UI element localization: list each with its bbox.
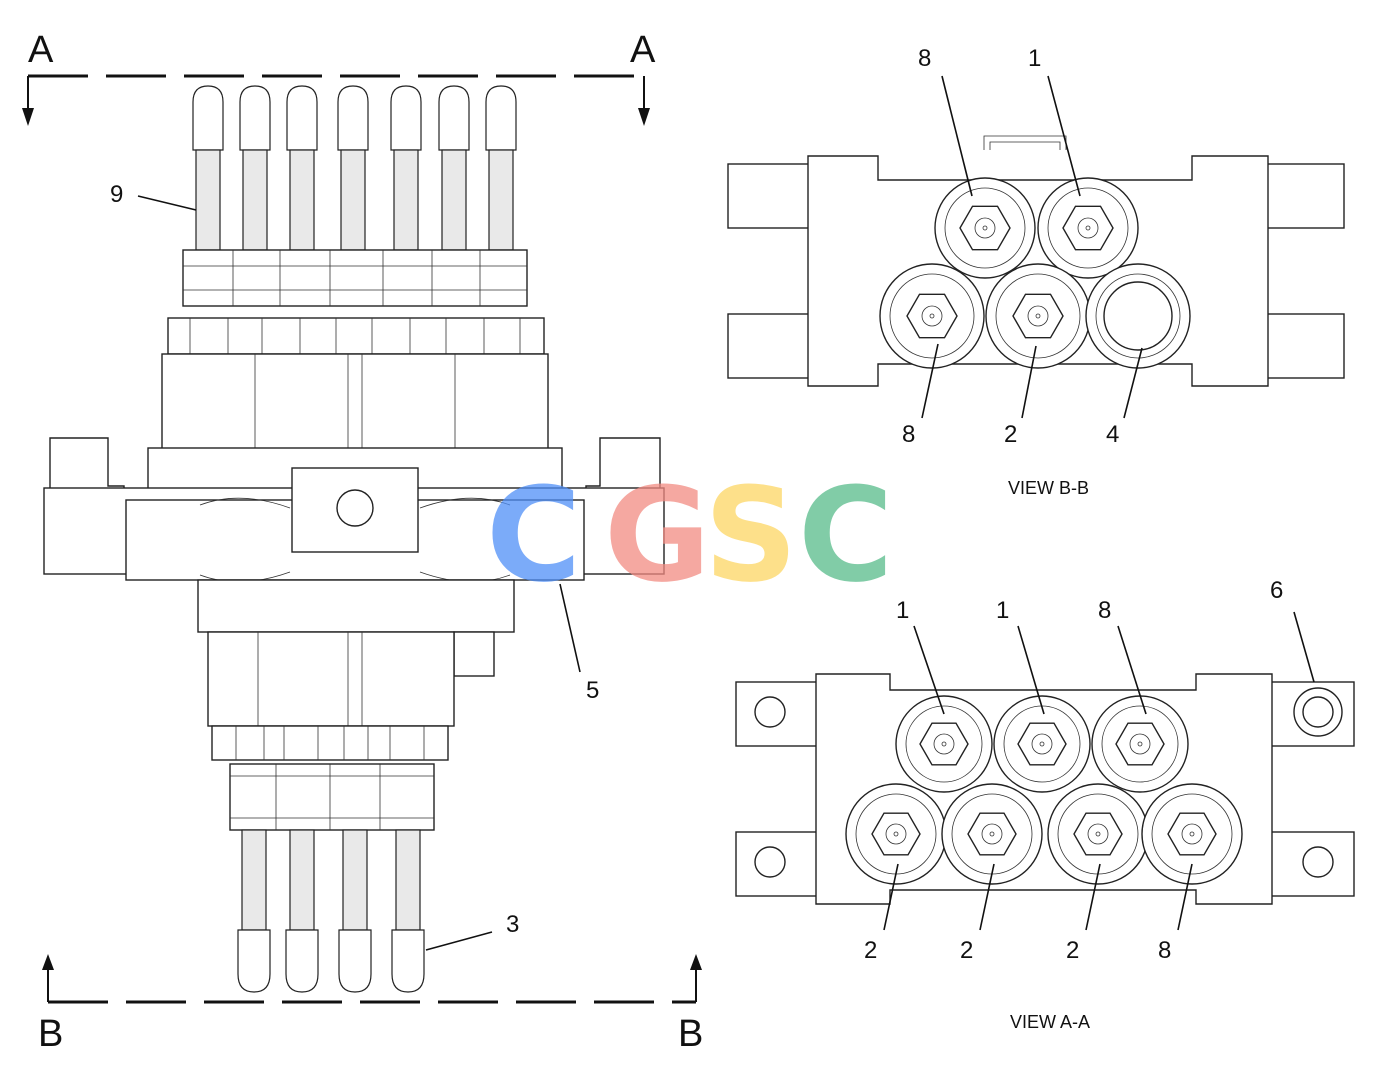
valve-assembly-side-view: 9 5 3: [43, 85, 665, 993]
solenoid-port: [336, 489, 374, 527]
port-8-right: [1091, 695, 1189, 793]
port-4-plug: [1085, 263, 1191, 369]
svg-text:2: 2: [960, 937, 973, 964]
callout-b-2-bottom: 2: [1004, 345, 1037, 448]
side-plug: [453, 631, 495, 677]
port-8-top: [934, 177, 1036, 279]
section-mark-a-right: A: [630, 29, 656, 71]
callout-a-2-b: 2: [960, 863, 995, 964]
watermark-letter-c2: C: [798, 459, 893, 611]
bottom-hoses: [237, 829, 425, 993]
callout-b-8-bottom: 8: [902, 343, 939, 448]
callout-5: 5: [559, 583, 599, 704]
callout-b-8-top: 8: [918, 45, 973, 197]
port-8-d: [1141, 783, 1243, 885]
upper-valve-body: [161, 353, 549, 451]
callout-a-2-a: 2: [864, 863, 899, 964]
section-line-a: A A: [22, 29, 656, 126]
svg-text:2: 2: [1066, 937, 1079, 964]
bottom-adapter-row: [211, 725, 449, 761]
bottom-hose: [237, 829, 271, 993]
top-hose: [485, 85, 517, 251]
callout-a-1-center: 1: [996, 597, 1045, 715]
top-hose: [239, 85, 271, 251]
callout-a-8-d: 8: [1158, 863, 1193, 964]
svg-text:6: 6: [1270, 577, 1283, 604]
svg-text:8: 8: [1158, 937, 1171, 964]
right-lower-tab: [1257, 313, 1345, 379]
left-lower-tab: [727, 313, 815, 379]
port-2-b: [941, 783, 1043, 885]
watermark-letter-g: G: [604, 459, 711, 611]
callout-a-2-c: 2: [1066, 863, 1101, 964]
port-1-center: [993, 695, 1091, 793]
section-mark-b-left: B: [38, 1013, 63, 1055]
bottom-hose: [338, 829, 372, 993]
section-mark-b-right: B: [678, 1013, 703, 1055]
view-a-a-title: VIEW A-A: [1010, 1012, 1090, 1032]
callout-3: 3: [425, 911, 519, 951]
top-fitting-nuts: [182, 249, 528, 307]
left-upper-tab: [727, 163, 815, 229]
top-hose: [438, 85, 470, 251]
svg-text:3: 3: [506, 911, 519, 938]
svg-text:9: 9: [110, 181, 123, 208]
svg-text:2: 2: [1004, 421, 1017, 448]
port-1-left: [895, 695, 993, 793]
bottom-fitting-nuts: [229, 763, 435, 831]
port-2-bottom: [985, 263, 1091, 369]
svg-text:1: 1: [896, 597, 909, 624]
watermark-letter-s: S: [704, 459, 798, 611]
view-b-b: 8 1 8 2 4 VIEW B-B: [727, 45, 1345, 498]
top-hoses: [192, 85, 517, 251]
top-adapter-row: [167, 317, 545, 355]
top-hose: [390, 85, 422, 251]
view-a-a: 1 1 8 6 2 2 2 8 VIEW A-A: [735, 577, 1355, 1032]
mount-hole-6: [1293, 687, 1343, 737]
right-upper-tab: [1257, 163, 1345, 229]
top-hose: [192, 85, 224, 251]
bottom-hose: [391, 829, 425, 993]
callout-9: 9: [110, 181, 197, 211]
svg-text:4: 4: [1106, 421, 1119, 448]
section-line-b: B B: [38, 954, 703, 1055]
section-mark-a-left: A: [28, 29, 54, 71]
top-hose: [286, 85, 318, 251]
callout-a-6: 6: [1270, 577, 1315, 683]
port-2-c: [1047, 783, 1149, 885]
svg-text:1: 1: [1028, 45, 1041, 72]
svg-text:1: 1: [996, 597, 1009, 624]
port-1-top: [1037, 177, 1139, 279]
bottom-hose: [285, 829, 319, 993]
svg-text:2: 2: [864, 937, 877, 964]
callout-b-4: 4: [1106, 347, 1143, 448]
svg-text:8: 8: [918, 45, 931, 72]
lower-valve-body: [207, 631, 455, 727]
lower-manifold: [197, 579, 515, 633]
svg-text:5: 5: [586, 677, 599, 704]
svg-text:8: 8: [902, 421, 915, 448]
view-b-b-title: VIEW B-B: [1008, 478, 1089, 498]
port-8-bottom: [879, 263, 985, 369]
watermark-letter-c1: C: [486, 459, 581, 611]
top-hose: [337, 85, 369, 251]
callout-a-8-right: 8: [1098, 597, 1147, 715]
svg-text:8: 8: [1098, 597, 1111, 624]
watermark: C G S C: [486, 459, 893, 611]
callout-a-1-left: 1: [896, 597, 945, 715]
port-2-a: [845, 783, 947, 885]
callout-b-1-top: 1: [1028, 45, 1081, 197]
